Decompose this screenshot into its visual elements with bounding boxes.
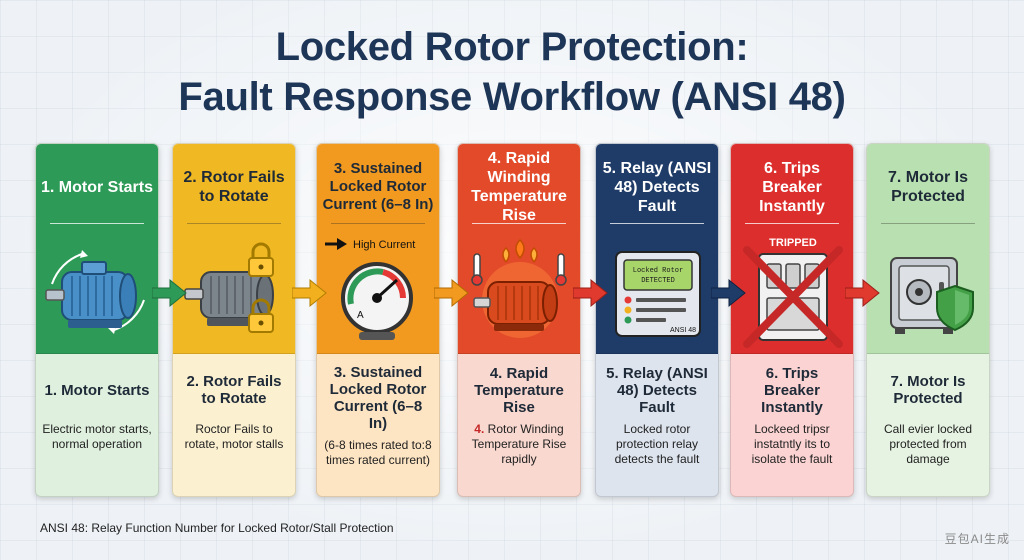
electric-motor-icon bbox=[45, 250, 145, 334]
step-card-2: 2. Rotor Fails to Rotate 2. Rotor Fails … bbox=[172, 143, 296, 497]
step-4-title: 4. Rapid Temperature Rise bbox=[474, 364, 564, 416]
step-3-header: 3. Sustained Locked Rotor Current (6–8 I… bbox=[322, 160, 434, 213]
step-7-description: Call evier locked protected from damage bbox=[883, 422, 973, 466]
step-card-4: 4. Rapid Winding Temperature Rise 4. Rap… bbox=[457, 143, 581, 497]
arrow-right-icon bbox=[573, 278, 608, 308]
protection-relay-icon: Locked Rotor DETECTED ANSI 48 bbox=[615, 251, 701, 337]
step-card-1: 1. Motor Starts 1. Motor Starts Electric… bbox=[35, 143, 159, 497]
step-3-description: (6-8 times rated to:8 times rated curren… bbox=[324, 438, 432, 467]
page-title: Locked Rotor Protection: Fault Response … bbox=[0, 22, 1024, 122]
svg-text:DETECTED: DETECTED bbox=[641, 277, 675, 285]
step-7-title: 7. Motor Is Protected bbox=[890, 373, 966, 407]
arrow-right-icon bbox=[845, 278, 880, 308]
step-2-description: Roctor Fails to rotate, motor stalls bbox=[184, 422, 284, 451]
high-current-label: High Current bbox=[353, 239, 415, 251]
step-card-6: 6. Trips Breaker Instantly TRIPPED 6. Tr… bbox=[730, 143, 854, 497]
tripped-breaker-icon: TRIPPED bbox=[743, 237, 843, 348]
step-6-title: 6. Trips Breaker Instantly bbox=[761, 364, 823, 416]
step-1-header: 1. Motor Starts bbox=[40, 178, 153, 196]
svg-text:Locked Rotor: Locked Rotor bbox=[633, 267, 683, 275]
tripped-label: TRIPPED bbox=[769, 237, 817, 249]
step-4-header: 4. Rapid Winding Temperature Rise bbox=[471, 150, 567, 224]
svg-text:A: A bbox=[357, 310, 364, 321]
overheating-motor-icon bbox=[471, 238, 567, 338]
step-5-title: 5. Relay (ANSI 48) Detects Fault bbox=[606, 364, 708, 416]
ansi-48-label: ANSI 48 bbox=[670, 327, 696, 334]
step-card-3: 3. Sustained Locked Rotor Current (6–8 I… bbox=[316, 143, 440, 497]
arrow-right-icon bbox=[292, 278, 327, 308]
title-line-1: Locked Rotor Protection: bbox=[275, 25, 749, 69]
locked-motor-icon bbox=[184, 242, 274, 333]
step-card-5: 5. Relay (ANSI 48) Detects Fault Locked … bbox=[595, 143, 719, 497]
arrow-right-icon bbox=[711, 278, 746, 308]
step-6-header: 6. Trips Breaker Instantly bbox=[759, 159, 825, 215]
step-3-title: 3. Sustained Locked Rotor Current (6–8 I… bbox=[329, 364, 427, 432]
step-5-description: Locked rotor protection relay detects th… bbox=[614, 422, 700, 466]
step-2-title: 2. Rotor Fails to Rotate bbox=[186, 373, 282, 407]
footnote: ANSI 48: Relay Function Number for Locke… bbox=[40, 521, 394, 535]
watermark: 豆包AI生成 bbox=[944, 532, 1010, 546]
current-gauge-icon: High Current A bbox=[325, 238, 415, 340]
step-1-title: 1. Motor Starts bbox=[44, 381, 150, 399]
step-1-description: Electric motor starts, normal operation bbox=[42, 422, 152, 451]
safe-shield-icon bbox=[890, 257, 974, 334]
step-4-description: 4. Rotor Winding Temperature Rise rapidl… bbox=[471, 422, 567, 466]
arrow-right-icon bbox=[152, 278, 187, 308]
step-7-header: 7. Motor Is Protected bbox=[887, 169, 968, 205]
arrow-right-icon bbox=[434, 278, 469, 308]
title-line-2: Fault Response Workflow (ANSI 48) bbox=[178, 75, 846, 119]
step-5-header: 5. Relay (ANSI 48) Detects Fault bbox=[602, 159, 712, 215]
step-6-description: Lockeed tripsr instatntly its to isolate… bbox=[751, 422, 833, 466]
step-card-7: 7. Motor Is Protected 7. Motor Is Protec… bbox=[866, 143, 990, 497]
step-2-header: 2. Rotor Fails to Rotate bbox=[183, 169, 285, 205]
